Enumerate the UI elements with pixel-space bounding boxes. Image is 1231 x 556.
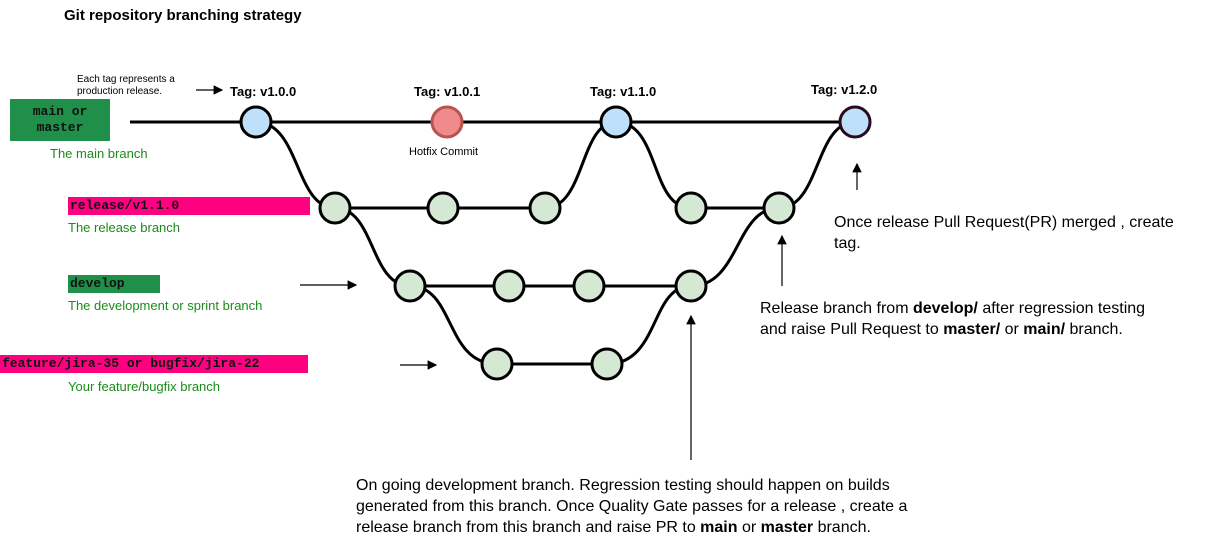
- release-note: Release branch from develop/ after regre…: [760, 298, 1145, 340]
- develop-commit: [393, 269, 427, 303]
- dev-note: On going development branch. Regression …: [356, 475, 907, 538]
- feature-branch-description: Your feature/bugfix branch: [68, 379, 221, 394]
- develop-commit: [492, 269, 526, 303]
- feature-branch-label: feature/jira-35 or bugfix/jira-22: [0, 355, 308, 373]
- release-commit: [318, 191, 352, 225]
- tag-label-v1-0-0: Tag: v1.0.0: [230, 84, 297, 99]
- tag-note-line1: Each tag represents a: [77, 74, 175, 85]
- release-note-line1: Release branch from develop/ after regre…: [760, 300, 1146, 317]
- branch-curve-main-to-release-2: [615, 120, 692, 210]
- dev-note-line1: On going development branch. Regression …: [356, 477, 890, 494]
- merge-curve-release-to-main-2: [778, 120, 856, 210]
- tag-commit-v1-0-0: [239, 105, 273, 139]
- merge-note: Once release Pull Request(PR) merged , c…: [834, 212, 1174, 254]
- merge-curve-develop-to-release: [690, 206, 780, 288]
- hotfix-commit-label: Hotfix Commit: [409, 146, 479, 158]
- hotfix-commit: [430, 105, 464, 139]
- main-branch-label: main or master: [10, 99, 110, 141]
- release-branch-description: The release branch: [68, 220, 181, 235]
- release-commit: [762, 191, 796, 225]
- develop-commit: [674, 269, 708, 303]
- feature-commit: [590, 347, 624, 381]
- main-branch-name-line1: main or: [32, 104, 88, 119]
- tag-commit-v1-1-0: [599, 105, 633, 139]
- develop-branch-description: The development or sprint branch: [68, 298, 263, 313]
- release-commit: [528, 191, 562, 225]
- release-commit: [674, 191, 708, 225]
- release-commit: [426, 191, 460, 225]
- release-branch-label: release/v1.1.0: [68, 197, 310, 215]
- tag-note-line2: production release.: [77, 86, 163, 97]
- merge-curve-release-to-main-1: [544, 120, 617, 210]
- dev-note-line2: generated from this branch. Once Quality…: [356, 498, 908, 515]
- tag-commit-v1-2-0: [838, 105, 872, 139]
- diagram-title: Git repository branching strategy: [64, 7, 302, 24]
- branch-curve-main-to-release: [255, 120, 336, 210]
- release-note-line2: and raise Pull Request to master/ or mai…: [760, 321, 1123, 338]
- merge-note-line1: Once release Pull Request(PR) merged , c…: [834, 214, 1174, 231]
- feature-commit: [480, 347, 514, 381]
- tag-label-v1-0-1: Tag: v1.0.1: [414, 84, 481, 99]
- tag-note: Each tag represents a production release…: [77, 74, 175, 98]
- branch-curve-develop-to-feature: [409, 284, 498, 366]
- develop-branch-label: develop: [68, 275, 160, 293]
- merge-curve-feature-to-develop: [606, 284, 692, 366]
- merge-note-line2: tag.: [834, 235, 861, 252]
- tag-label-v1-2-0: Tag: v1.2.0: [811, 82, 878, 97]
- develop-commit: [572, 269, 606, 303]
- dev-note-line3: release branch from this branch and rais…: [356, 519, 871, 536]
- main-branch-name-line2: master: [36, 120, 84, 135]
- main-branch-description: The main branch: [50, 146, 148, 161]
- tag-label-v1-1-0: Tag: v1.1.0: [590, 84, 657, 99]
